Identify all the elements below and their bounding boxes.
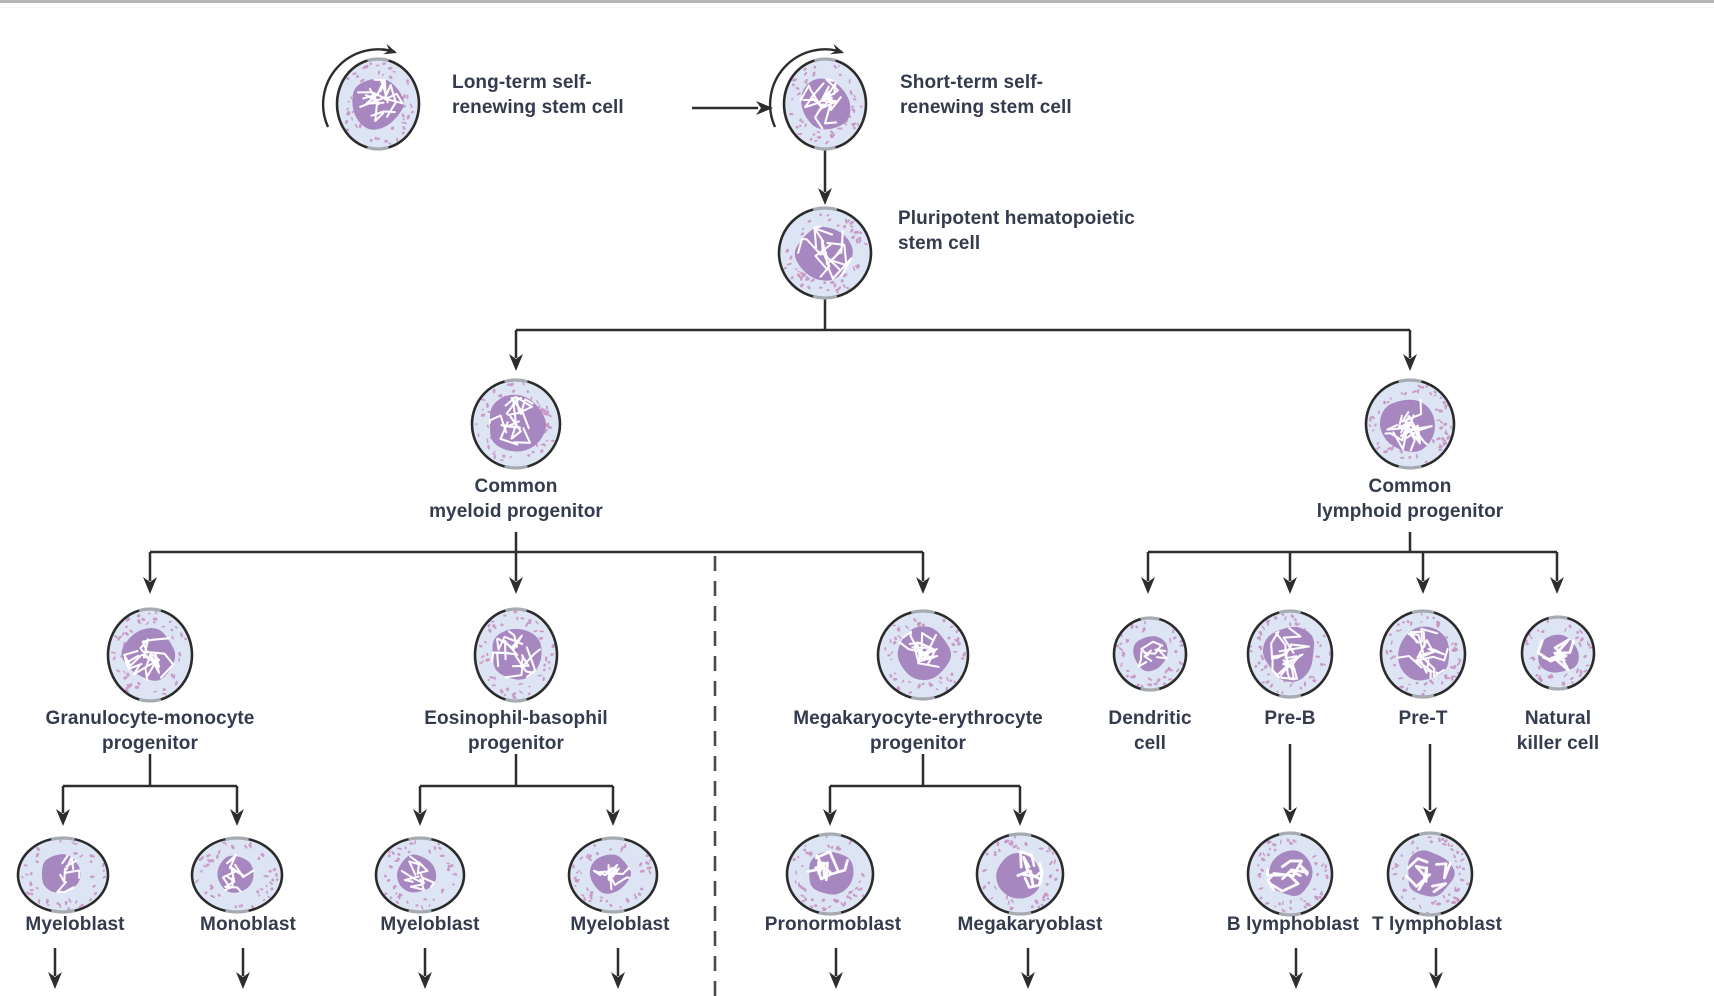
cell-myeloblast-2 — [374, 836, 466, 914]
cell-monoblast — [190, 836, 284, 914]
label-megakaryocyte-erythrocyte-progenitor: Megakaryocyte-erythrocyte progenitor — [793, 708, 1043, 754]
cell-megakaryoblast — [975, 832, 1065, 916]
connector-lines — [63, 299, 1557, 788]
cell-t-lymphoblast — [1386, 831, 1474, 917]
label-monoblast: Monoblast — [200, 914, 296, 935]
label-common-myeloid-progenitor: Common myeloid progenitor — [429, 476, 603, 522]
label-pluripotent-hsc: Pluripotent hematopoietic stem cell — [898, 208, 1135, 254]
label-long-term-stem-cell: Long-term self- renewing stem cell — [452, 72, 624, 118]
self-renewal-arrow — [768, 43, 844, 128]
cell-common-lymphoid-progenitor — [1364, 378, 1456, 470]
label-t-lymphoblast: T lymphoblast — [1371, 914, 1503, 935]
label-granulocyte-monocyte-progenitor: Granulocyte-monocyte progenitor — [45, 708, 255, 754]
label-b-lymphoblast: B lymphoblast — [1226, 914, 1360, 935]
flow-arrows — [48, 101, 1564, 989]
label-pre-b: Pre-B — [1264, 708, 1316, 729]
cell-pluripotent-hsc — [777, 206, 873, 300]
cell-pronormoblast — [785, 832, 875, 916]
label-dendritic-cell: Dendritic cell — [1108, 708, 1192, 754]
cell-b-lymphoblast — [1246, 831, 1334, 917]
label-pronormoblast: Pronormoblast — [764, 914, 902, 935]
label-natural-killer-cell: Natural killer cell — [1516, 708, 1600, 754]
label-megakaryoblast: Megakaryoblast — [957, 914, 1103, 935]
label-short-term-stem-cell: Short-term self- renewing stem cell — [900, 72, 1072, 118]
cell-granulocyte-monocyte-progenitor — [106, 607, 194, 703]
cell-megakaryocyte-erythrocyte-progenitor — [876, 609, 970, 701]
cell-common-myeloid-progenitor — [470, 378, 562, 470]
label-myeloblast-1: Myeloblast — [25, 914, 125, 935]
cell-dendritic-cell — [1112, 616, 1188, 692]
label-common-lymphoid-progenitor: Common lymphoid progenitor — [1316, 476, 1504, 522]
label-pre-t: Pre-T — [1398, 708, 1448, 729]
cell-long-term-stem-cell — [321, 43, 421, 151]
cell-short-term-stem-cell — [768, 43, 868, 151]
cell-myeloblast-3 — [567, 836, 659, 914]
label-eosinophil-basophil-progenitor: Eosinophil-basophil progenitor — [424, 708, 608, 754]
cell-pre-b — [1246, 609, 1334, 699]
label-myeloblast-3: Myeloblast — [570, 914, 670, 935]
self-renewal-arrow — [321, 43, 397, 128]
top-border — [0, 0, 1714, 3]
cell-natural-killer-cell — [1520, 615, 1596, 691]
label-myeloblast-2: Myeloblast — [380, 914, 480, 935]
cell-pre-t — [1379, 609, 1467, 699]
cell-myeloblast-1 — [16, 836, 110, 914]
cell-eosinophil-basophil-progenitor — [473, 607, 559, 703]
top-border-faint — [0, 7, 1714, 8]
